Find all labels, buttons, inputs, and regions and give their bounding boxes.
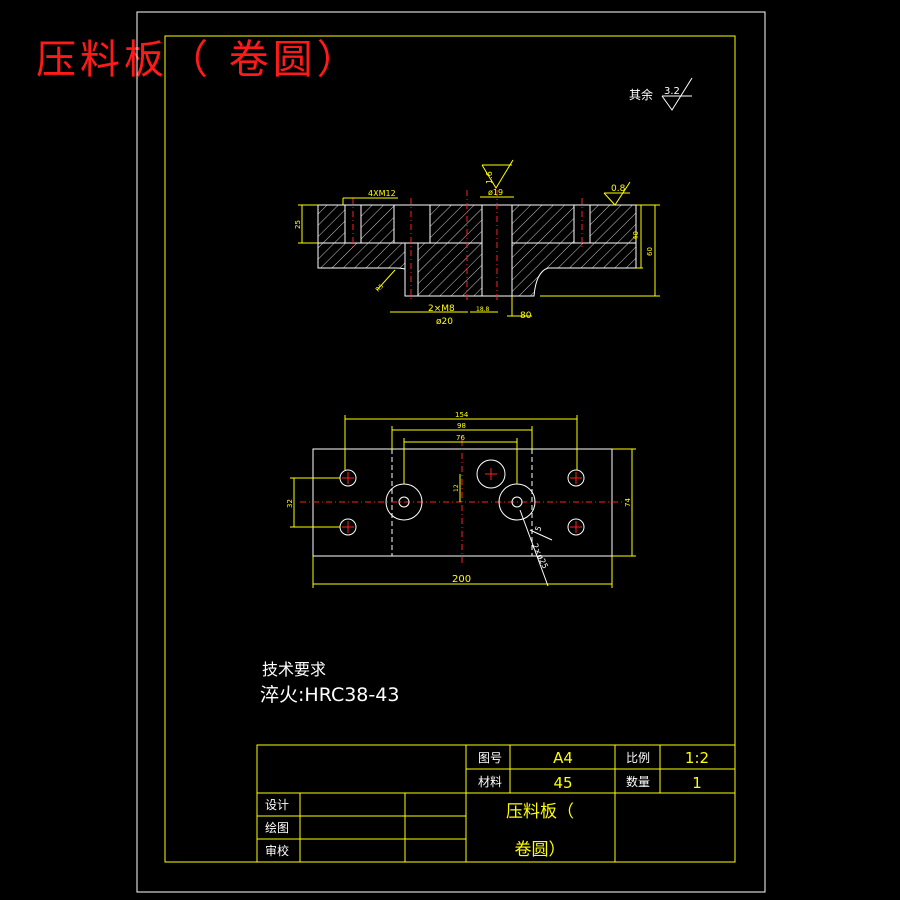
material-label: 材料 xyxy=(478,775,502,789)
plan-view: 154 98 76 32 12 74 200 5 2×ø25 xyxy=(286,411,636,588)
drawing-no-value: A4 xyxy=(553,749,573,767)
dim-width-76: 76 xyxy=(456,434,465,442)
drawing-label: 绘图 xyxy=(265,820,289,835)
design-label: 设计 xyxy=(265,798,289,812)
dim-chamfer: R5 xyxy=(374,283,385,294)
roughness-note: 其余 3.2 xyxy=(629,77,693,111)
dim-center-roughness: 1.6 xyxy=(485,171,494,184)
scale-value: 1:2 xyxy=(685,749,709,767)
dim-right-height: 40 xyxy=(632,231,640,240)
tech-req-line: 淬火:HRC38-43 xyxy=(260,684,399,706)
leader-line xyxy=(529,529,553,541)
quantity-value: 1 xyxy=(692,774,702,792)
roughness-note-label: 其余 xyxy=(629,87,653,102)
dim-width-98: 98 xyxy=(457,422,466,430)
dim-height-32: 32 xyxy=(286,499,294,508)
dim-total-height: 60 xyxy=(646,247,654,256)
section-view: 4XM12 1.6 ø19 0.8 25 40 60 2×M8 ø20 18.8… xyxy=(294,159,660,327)
dim-holes-top: 4XM12 xyxy=(368,189,396,198)
leader-line xyxy=(519,509,549,587)
roughness-symbol-icon xyxy=(481,159,514,189)
roughness-note-value: 3.2 xyxy=(664,86,680,97)
scale-label: 比例 xyxy=(626,751,650,765)
hole-small xyxy=(567,469,585,487)
bore-hole xyxy=(476,459,506,489)
counterbore-inner xyxy=(398,496,410,508)
dim-offset-12: 12 xyxy=(453,484,460,492)
dim-width-80: 80 xyxy=(520,311,532,321)
dim-height-74: 74 xyxy=(624,498,632,507)
roughness-symbol-icon xyxy=(661,77,693,111)
counterbore-left xyxy=(393,204,431,244)
quantity-label: 数量 xyxy=(626,774,650,789)
dim-bore: ø19 xyxy=(488,188,503,197)
sheet-outer-border xyxy=(136,11,766,893)
tech-req-heading: 技术要求 xyxy=(262,660,326,679)
counterbore-inner xyxy=(511,496,523,508)
material-value: 45 xyxy=(553,774,572,792)
part-name-line1: 压料板（ xyxy=(506,802,574,822)
dim-right-roughness: 0.8 xyxy=(611,184,626,194)
hole-small xyxy=(567,518,585,536)
drawing-no-label: 图号 xyxy=(478,751,502,765)
title-block: 图号 A4 比例 1:2 材料 45 数量 1 压料板（ 卷圆） 设计 绘图 审… xyxy=(256,744,736,863)
dim-leader xyxy=(376,269,396,291)
review-label: 审校 xyxy=(265,843,289,858)
dim-thread-bottom: 2×M8 xyxy=(428,304,455,314)
dim-left-height: 25 xyxy=(294,220,302,229)
roughness-symbol-icon xyxy=(603,181,631,206)
dim-width-small: 18.8 xyxy=(476,306,490,313)
part-name-line2: 卷圆） xyxy=(515,840,566,860)
drawing-title: 压料板（ 卷圆） xyxy=(36,37,361,83)
dim-counterbore: ø20 xyxy=(436,317,453,327)
dim-width-154: 154 xyxy=(455,411,469,419)
dim-leader-5: 5 xyxy=(533,525,543,533)
dim-width-200: 200 xyxy=(452,574,471,585)
